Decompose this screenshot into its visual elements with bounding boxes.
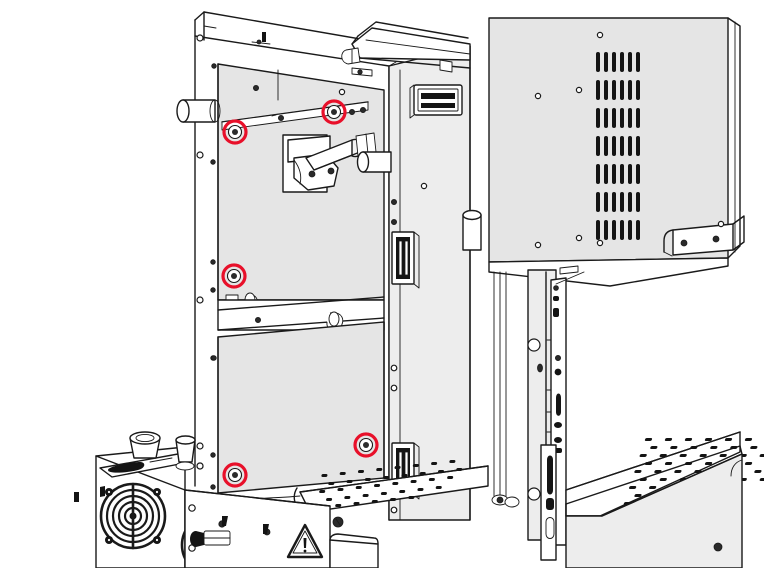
screw-marker-upper-panel-top-left[interactable]	[222, 119, 248, 145]
vertical-guide-rails	[491, 269, 585, 561]
screw-marker-upper-panel-top-right[interactable]	[321, 99, 347, 125]
screw-marker-lower-panel-bottom-left[interactable]	[222, 462, 248, 488]
fastener-highlight-markers	[221, 99, 379, 488]
right-mounting-bracket	[663, 215, 745, 257]
top-handle-assembly	[341, 21, 471, 77]
connector-plate-top	[409, 84, 463, 119]
lower-access-panel	[211, 321, 385, 494]
ventilation-grille	[596, 52, 640, 240]
chassis-lower-right-body	[488, 257, 729, 287]
bottom-left-label-plate	[329, 516, 379, 568]
cylindrical-standoffs	[176, 99, 482, 251]
card-slot-panel	[388, 45, 471, 521]
perforated-shelf	[565, 431, 764, 568]
right-side-panel	[488, 17, 741, 263]
screw-marker-upper-panel-bottom-left[interactable]	[221, 263, 247, 289]
screw-marker-lower-panel-bottom-right[interactable]	[353, 432, 379, 458]
warning-triangle-label	[286, 523, 324, 559]
card-slot-upper	[391, 231, 420, 289]
cylindrical-actuator-rod	[282, 132, 377, 193]
fan-guard-left	[99, 482, 167, 550]
